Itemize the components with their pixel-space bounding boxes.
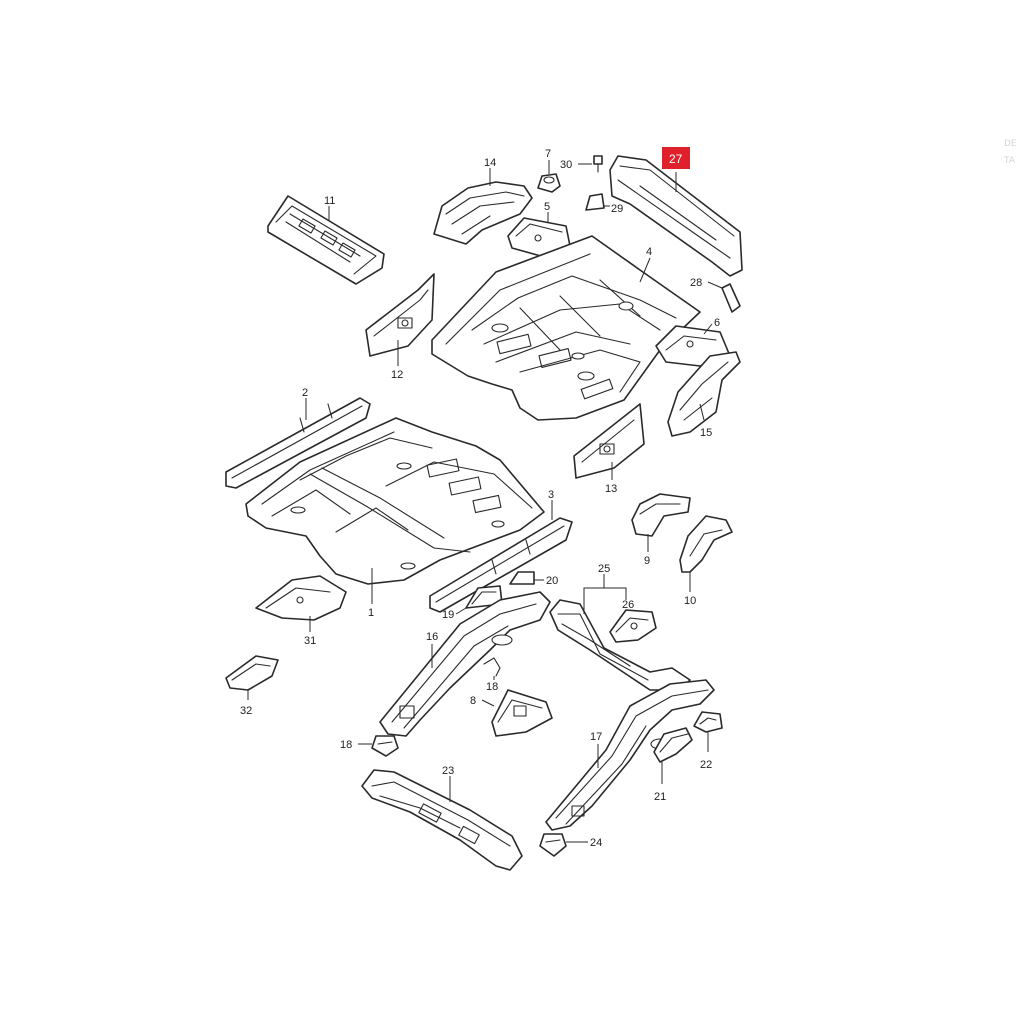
label-19: 18 [486,681,498,693]
part-31-bracket[interactable] [255,575,347,621]
part-28-small-bracket[interactable] [721,283,741,313]
label-20: 19 [442,609,454,621]
label-10: 10 [684,595,696,607]
label-30: 30 [560,159,572,171]
label-7: 7 [545,148,551,160]
label-9: 9 [644,555,650,567]
part-2-side-sill-left[interactable] [225,397,371,489]
label-26: 26 [622,599,634,611]
part-10-wheelhouse-outer[interactable] [679,515,733,573]
part-3-side-sill-right[interactable] [429,517,573,613]
part-14-tunnel-reinforcement[interactable] [433,181,533,245]
label-18-lower: 24 [590,837,602,849]
edge-text-2: TA [1003,156,1016,166]
part-32-bracket[interactable] [225,655,279,691]
part-11-dash-panel[interactable] [267,195,385,285]
part-19-hook[interactable] [483,657,501,677]
label-17: 17 [590,731,602,743]
part-23-bracket[interactable] [693,711,723,733]
label-15: 15 [700,427,712,439]
label-28: 28 [690,277,702,289]
part-21-bracket[interactable] [509,571,535,585]
part-13-sill-reinforcement[interactable] [573,403,645,479]
part-8-bracket[interactable] [491,689,553,737]
part-18-bracket-upper[interactable] [371,735,399,757]
label-5: 5 [544,201,550,213]
label-12: 12 [391,369,403,381]
label-8: 8 [470,695,476,707]
label-23: 22 [700,759,712,771]
label-3: 3 [548,489,554,501]
part-22-bracket[interactable] [653,727,693,763]
part-9-wheelhouse-inner[interactable] [631,493,691,537]
label-24: 23 [442,765,454,777]
part-24-front-member-extension[interactable] [361,769,523,871]
label-31: 31 [304,635,316,647]
label-21: 20 [546,575,558,587]
label-13: 13 [605,483,617,495]
label-2: 2 [302,387,308,399]
part-4-rear-floor[interactable] [431,235,701,421]
part-25-rear-member[interactable] [549,599,691,691]
part-29-small-bracket[interactable] [585,193,605,211]
label-16: 16 [426,631,438,643]
label-1: 1 [368,607,374,619]
part-15-wheelhouse-extension[interactable] [667,351,741,437]
highlight-label-27[interactable]: 27 [669,152,683,166]
part-16-front-side-member[interactable] [379,591,551,737]
highlight-label-27-box[interactable] [662,147,690,169]
part-1-front-floor[interactable] [245,417,545,585]
label-25: 25 [598,563,610,575]
label-14: 14 [484,157,496,169]
label-4: 4 [646,246,652,258]
part-26-bracket[interactable] [609,609,657,643]
label-11: 11 [324,195,335,207]
label-22: 21 [654,791,666,803]
part-30-bolt[interactable] [593,155,603,173]
part-27-rear-panel[interactable] [609,155,743,277]
label-29: 29 [611,203,623,215]
label-18-upper: 18 [340,739,352,751]
label-6: 6 [714,317,720,329]
part-17-rear-side-member[interactable] [545,679,715,831]
part-12-sill-reinforcement[interactable] [365,273,435,357]
label-32: 32 [240,705,252,717]
part-18-bracket-lower[interactable] [539,833,567,857]
edge-text-1: DE [1004,139,1017,149]
part-7-bracket[interactable] [537,173,561,193]
